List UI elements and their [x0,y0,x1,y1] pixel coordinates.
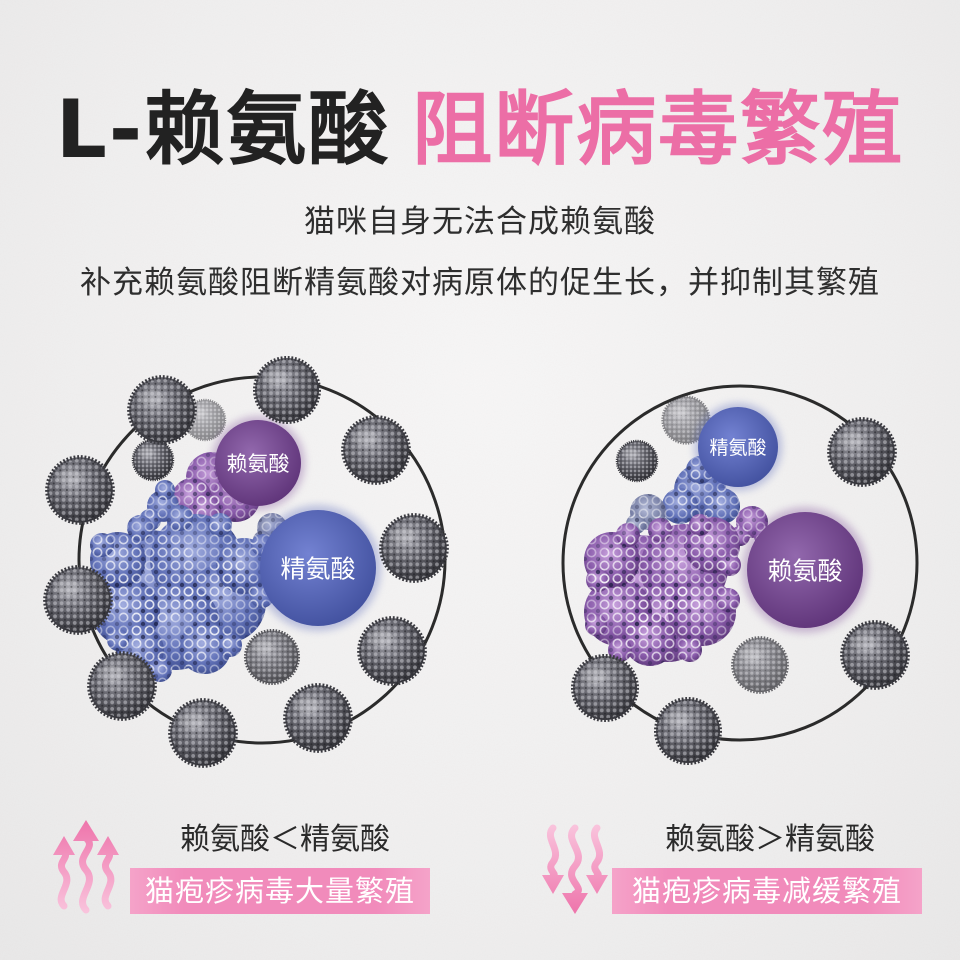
arginine-bubble: 精氨酸 [255,505,381,631]
up-arrows-icon [53,820,119,914]
virus-particle [243,628,301,686]
virus-particle [255,358,319,422]
subtitle-line-1: 猫咪自身无法合成赖氨酸 [304,204,656,240]
lysine-bubble: 赖氨酸 [211,416,305,510]
virus-particle [656,699,720,763]
virus-particle [343,417,409,483]
arginine-bubble: 精氨酸 [694,403,782,491]
lysine-label: 赖氨酸 [227,452,290,476]
virus-particle [842,622,908,688]
result-banner-low-lysine: 猫疱疹病毒大量繁殖 [130,868,430,914]
virus-particle [131,438,175,482]
diagram-high-lysine: 精氨酸 赖氨酸 [561,384,919,763]
relation-text-low-lysine: 赖氨酸＜精氨酸 [180,822,390,857]
virus-particle [731,636,789,694]
lysine-bubble: 赖氨酸 [742,507,868,633]
virus-particle [45,567,111,633]
virus-particle [573,656,637,720]
relation-text-high-lysine: 赖氨酸＞精氨酸 [665,822,875,857]
virus-particle [615,439,659,483]
title-lysine: L-赖氨酸 [55,83,391,176]
virus-particle [359,618,425,684]
virus-particle [829,419,895,485]
page-title: L-赖氨酸阻断病毒繁殖 [0,84,960,176]
virus-particle [129,377,195,443]
arginine-label: 精氨酸 [280,555,355,584]
virus-particle [285,685,351,751]
cell-boundary [561,384,919,742]
virus-particle [381,515,447,581]
virus-particle [89,653,155,719]
diagram-low-lysine: 赖氨酸 精氨酸 [45,358,447,766]
result-banner-high-lysine: 猫疱疹病毒减缓繁殖 [612,868,922,914]
title-headline: 阻断病毒繁殖 [412,83,905,176]
virus-particle [170,700,236,766]
virus-particle [47,457,113,523]
subtitle-line-2: 补充赖氨酸阻断精氨酸对病原体的促生长，并抑制其繁殖 [80,265,880,301]
lysine-label: 赖氨酸 [767,557,842,586]
arginine-label: 精氨酸 [709,437,766,459]
down-arrows-icon [542,824,608,914]
